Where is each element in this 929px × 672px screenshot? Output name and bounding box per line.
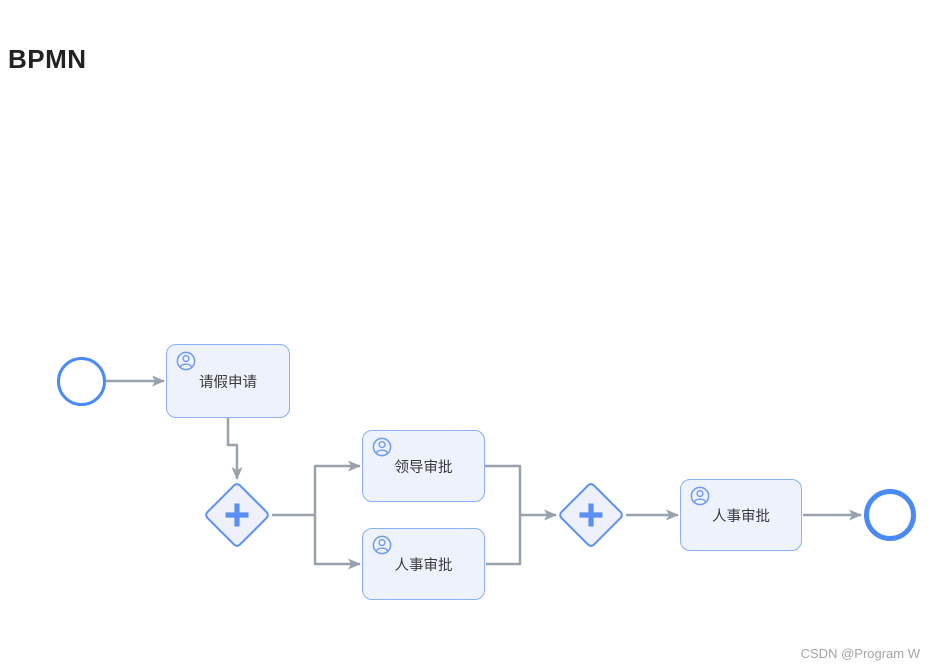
user-icon [690,486,710,506]
task-label: 请假申请 [199,374,257,391]
user-icon [372,437,392,457]
flow-split-to-leader-approval [313,460,361,515]
end-event[interactable] [864,489,916,541]
flow-leave-request-to-split-gateway [226,418,243,480]
csdn-watermark: CSDN @Program W [800,646,920,661]
task-leader-approval[interactable]: 领导审批 [362,430,485,502]
page-title: BPMN [8,44,87,74]
user-icon [176,351,196,371]
task-label: 领导审批 [394,459,453,476]
task-leave-request[interactable]: 请假申请 [166,344,290,418]
parallel-gateway-join[interactable] [557,481,625,549]
task-label: 人事审批 [394,557,453,574]
start-event[interactable] [57,357,106,406]
parallel-gateway-split[interactable] [203,481,271,549]
task-label: 人事审批 [712,508,770,525]
plus-icon [225,503,249,527]
task-hr-approval-final[interactable]: 人事审批 [680,479,802,551]
flow-split-to-hr-approval [313,515,361,570]
user-icon [372,535,392,555]
flow-branches-merge-stub [485,464,522,566]
task-hr-approval-parallel[interactable]: 人事审批 [362,528,485,600]
plus-icon [579,503,603,527]
